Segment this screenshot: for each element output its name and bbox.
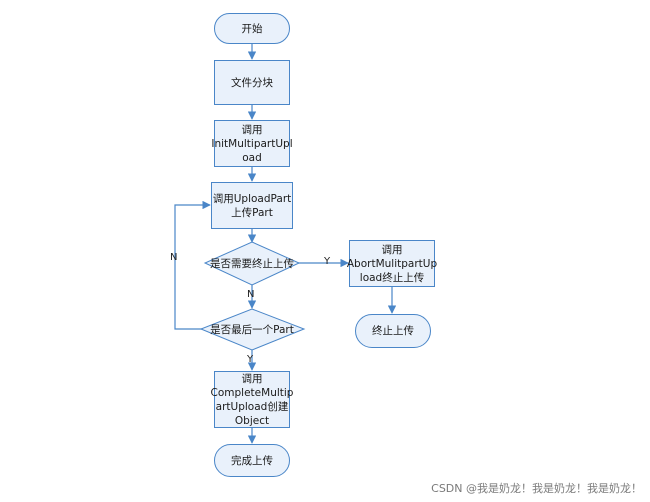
start-label: 开始 (241, 22, 263, 35)
decision-terminate-label: 是否需要终止上传 (210, 257, 294, 270)
init-label: 调用 InitMultipartUpl oad (211, 123, 293, 164)
watermark-text: CSDN @我是奶龙！我是奶龙！我是奶龙！ (431, 482, 642, 495)
decision-last-shape (199, 308, 306, 351)
upload-node: 调用UploadPart 上传Part (211, 182, 293, 229)
terminate-node: 终止上传 (355, 314, 431, 348)
abort-node: 调用 AbortMulitpartUp load终止上传 (346, 240, 438, 287)
complete-node: 调用 CompleteMultip artUpload创建 Object (211, 371, 293, 428)
edge-label-last-no: N (170, 252, 178, 263)
done-label: 完成上传 (231, 454, 273, 467)
split-label: 文件分块 (231, 76, 273, 89)
decision-last-label: 是否最后一个Part (210, 323, 294, 336)
edge-label-terminate-yes: Y (324, 256, 331, 267)
terminate-label: 终止上传 (372, 325, 414, 337)
done-node: 完成上传 (214, 444, 290, 477)
split-node: 文件分块 (214, 60, 290, 105)
edge-label-last-yes: Y (247, 354, 254, 365)
edge-label-terminate-no: N (247, 289, 255, 300)
decision-terminate-shape (203, 241, 301, 286)
upload-label: 调用UploadPart 上传Part (212, 192, 292, 219)
complete-label: 调用 CompleteMultip artUpload创建 Object (210, 372, 294, 427)
abort-label: 调用 AbortMulitpartUp load终止上传 (346, 243, 438, 284)
start-node: 开始 (214, 13, 290, 44)
edge-decision-last-loop-upload (174, 200, 211, 330)
init-node: 调用 InitMultipartUpl oad (211, 120, 293, 167)
